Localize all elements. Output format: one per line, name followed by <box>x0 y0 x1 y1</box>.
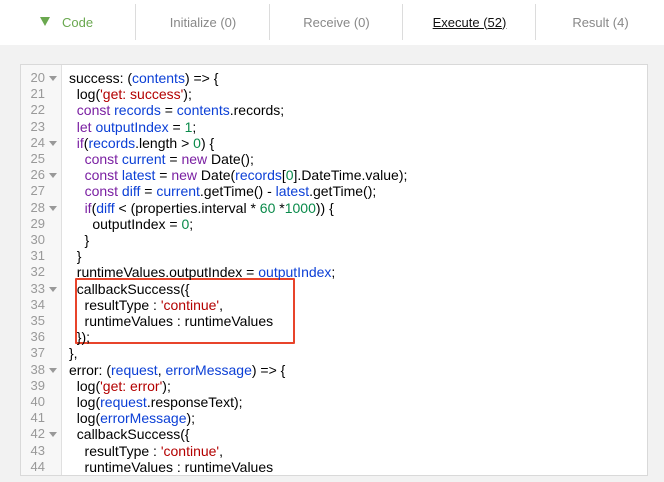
tab-bar: Code Initialize (0) Receive (0) Execute … <box>0 0 664 45</box>
code-line[interactable]: 43 resultType : 'continue', <box>21 443 647 459</box>
code-text: error: (request, errorMessage) => { <box>69 361 286 378</box>
code-line[interactable]: 24 if(records.length > 0) { <box>21 135 647 151</box>
code-text: }); <box>69 329 91 346</box>
line-number: 35 <box>30 313 45 328</box>
line-number: 24 <box>30 134 45 150</box>
fold-arrow-icon[interactable] <box>49 432 57 438</box>
code-line[interactable]: 32 runtimeValues.outputIndex = outputInd… <box>21 264 647 280</box>
code-text: outputIndex = 0; <box>69 215 194 232</box>
line-number: 26 <box>30 167 45 183</box>
line-number: 41 <box>30 410 45 426</box>
line-number: 29 <box>30 215 45 231</box>
code-line[interactable]: 33 callbackSuccess({ <box>21 281 647 297</box>
code-line[interactable]: 27 const diff = current.getTime() - late… <box>21 183 647 199</box>
code-line[interactable]: 37}, <box>21 345 647 361</box>
code-line[interactable]: 39 log('get: error'); <box>21 378 647 394</box>
tab-initialize[interactable]: Initialize (0) <box>135 4 270 40</box>
tab-execute[interactable]: Execute (52) <box>402 4 536 40</box>
code-text: log(request.responseText); <box>69 394 243 410</box>
line-number: 44 <box>30 458 45 474</box>
line-number: 30 <box>30 232 45 247</box>
line-number-gutter <box>21 65 62 475</box>
line-number: 36 <box>30 329 45 345</box>
code-text: if(diff < (properties.interval * 60 *100… <box>84 199 334 216</box>
code-line[interactable]: 20 success: (contents) => { <box>21 70 647 86</box>
code-text: resultType : 'continue', <box>69 442 223 459</box>
fold-arrow-icon[interactable] <box>49 367 57 373</box>
line-number: 25 <box>30 151 45 166</box>
code-text: runtimeValues : runtimeValues <box>69 313 274 329</box>
code-line[interactable]: 23 let outputIndex = 1; <box>21 119 647 135</box>
code-text: runtimeValues : runtimeValues <box>69 458 274 475</box>
code-text: }, <box>69 345 78 362</box>
code-text: callbackSuccess({ <box>69 426 190 443</box>
code-text: } <box>69 248 82 265</box>
line-number: 38 <box>30 361 45 377</box>
code-line[interactable]: 28 if(diff < (properties.interval * 60 *… <box>21 200 647 216</box>
code-line[interactable]: 34 resultType : 'continue', <box>21 297 647 313</box>
code-line[interactable]: 21 log('get: success'); <box>21 86 647 102</box>
code-line[interactable]: 35 runtimeValues : runtimeValues <box>21 313 647 329</box>
code-text: } <box>69 232 90 248</box>
code-line[interactable]: 41 log(errorMessage); <box>21 410 647 426</box>
fold-arrow-icon[interactable] <box>49 286 57 292</box>
triangle-down-icon <box>40 17 50 26</box>
code-text: callbackSuccess({ <box>69 280 190 297</box>
code-text: resultType : 'continue', <box>69 296 223 313</box>
code-line[interactable]: 30 } <box>21 232 647 248</box>
code-text: log(errorMessage); <box>69 410 196 427</box>
code-text: const latest = new Date(records[0].DateT… <box>84 167 408 184</box>
line-number: 37 <box>30 345 45 361</box>
code-line[interactable]: 40 log(request.responseText); <box>21 394 647 410</box>
fold-arrow-icon[interactable] <box>49 140 57 146</box>
code-text: runtimeValues.outputIndex = outputIndex; <box>69 264 336 281</box>
line-number: 34 <box>30 296 45 312</box>
tab-label: Initialize (0) <box>169 14 237 30</box>
code-line[interactable]: 22 const records = contents.records; <box>21 102 647 118</box>
fold-arrow-icon[interactable] <box>49 173 57 179</box>
code-text: log('get: error'); <box>69 377 171 394</box>
code-text: success: (contents) => { <box>69 70 219 86</box>
code-line[interactable]: 29 outputIndex = 0; <box>21 216 647 232</box>
code-text: const diff = current.getTime() - latest.… <box>84 183 377 200</box>
code-text: const current = new Date(); <box>84 151 254 167</box>
code-line[interactable]: 31 } <box>21 248 647 264</box>
code-text: if(records.length > 0) { <box>76 134 215 151</box>
line-number: 23 <box>30 118 45 134</box>
tab-label: Code <box>62 15 94 30</box>
code-line[interactable]: 26 const latest = new Date(records[0].Da… <box>21 167 647 183</box>
line-number: 32 <box>30 264 45 280</box>
code-line[interactable]: 44 runtimeValues : runtimeValues <box>21 459 647 475</box>
code-line[interactable]: 42 callbackSuccess({ <box>21 426 647 442</box>
line-number: 22 <box>30 102 45 118</box>
line-number: 43 <box>30 442 45 458</box>
line-number: 20 <box>30 70 45 85</box>
line-number: 31 <box>30 248 45 264</box>
line-number: 33 <box>30 280 45 296</box>
code-text: const records = contents.records; <box>76 102 285 119</box>
tab-code[interactable]: Code <box>0 0 175 45</box>
line-number: 40 <box>30 394 45 409</box>
line-number: 21 <box>30 86 45 102</box>
tab-receive[interactable]: Receive (0) <box>269 4 403 40</box>
line-number: 39 <box>30 377 45 393</box>
line-number: 42 <box>30 426 45 442</box>
tab-label: Receive (0) <box>303 14 370 30</box>
code-line[interactable]: 38 error: (request, errorMessage) => { <box>21 362 647 378</box>
tab-label: Result (4) <box>572 14 629 30</box>
code-line[interactable]: 25 const current = new Date(); <box>21 151 647 167</box>
code-text: let outputIndex = 1; <box>76 118 197 135</box>
code-text: log('get: success'); <box>69 86 192 103</box>
tab-result[interactable]: Result (4) <box>535 4 664 40</box>
line-number: 28 <box>30 199 45 215</box>
code-line[interactable]: 36 }); <box>21 329 647 345</box>
fold-arrow-icon[interactable] <box>49 76 57 81</box>
line-number: 27 <box>30 183 45 199</box>
fold-arrow-icon[interactable] <box>49 205 57 211</box>
tab-label: Execute (52) <box>432 14 507 30</box>
